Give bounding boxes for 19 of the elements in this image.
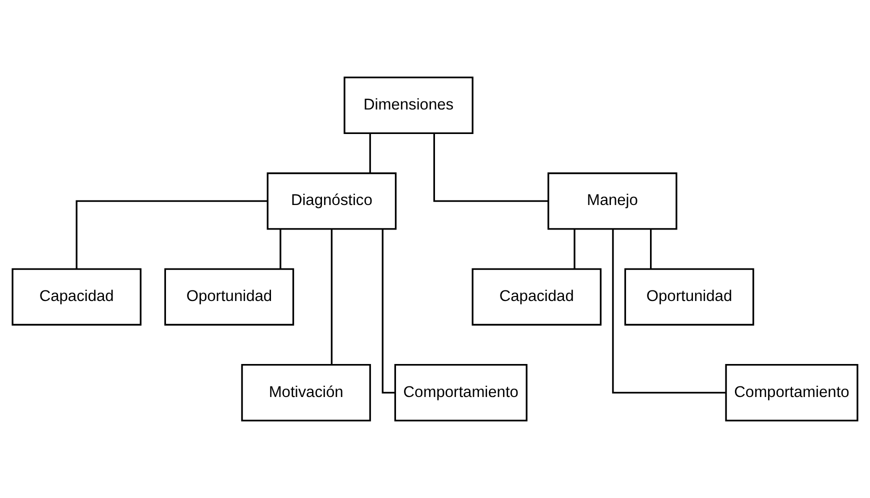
node-box: Diagnóstico	[266, 172, 397, 230]
node-box: Oportunidad	[164, 268, 294, 326]
connector	[650, 229, 652, 269]
connector	[369, 134, 371, 174]
connector	[76, 200, 268, 269]
connector	[612, 228, 726, 394]
connector	[330, 228, 333, 365]
node-box: Capacidad	[472, 268, 602, 326]
node-box: Oportunidad	[624, 268, 754, 326]
connector	[574, 229, 576, 269]
node-box: Motivación	[241, 364, 371, 422]
connector	[280, 229, 282, 269]
connector	[382, 228, 395, 394]
node-box: Dimensiones	[344, 76, 474, 134]
node-box: Manejo	[548, 172, 678, 230]
connector	[433, 134, 548, 202]
node-box: Comportamiento	[725, 364, 858, 422]
node-box: Comportamiento	[394, 364, 528, 422]
node-box: Capacidad	[12, 268, 142, 326]
